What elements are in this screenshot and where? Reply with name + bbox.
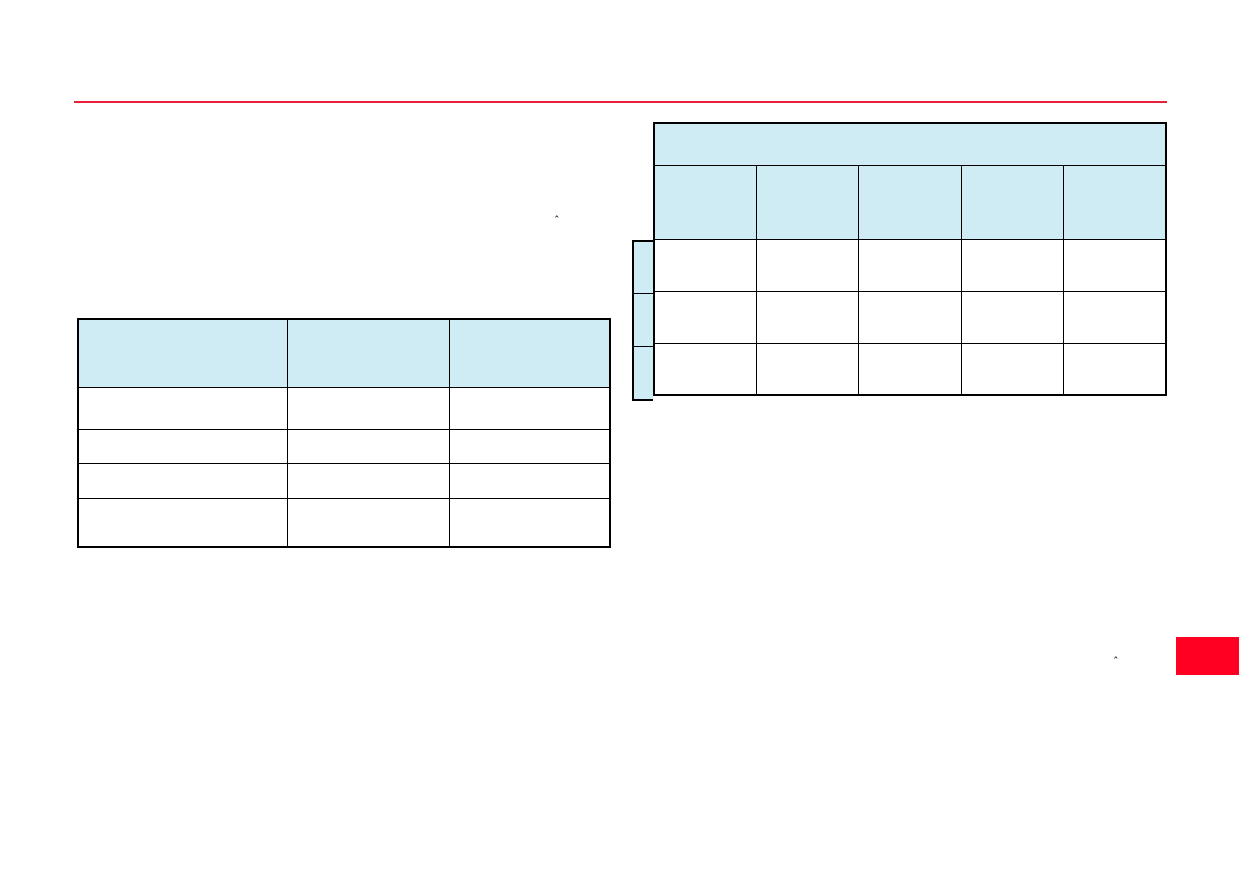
table-row: [77, 428, 611, 464]
table-row: [77, 497, 611, 548]
table-cell: [755, 290, 860, 344]
right-table-row-label: [632, 240, 653, 293]
table-cell: [448, 386, 611, 430]
left-table: [77, 318, 611, 548]
table-cell: [858, 238, 962, 292]
table-cell: [960, 290, 1065, 344]
right-table: [653, 122, 1167, 396]
table-row: [653, 290, 1167, 344]
table-cell: [858, 342, 962, 396]
left-table-header-cell: [77, 318, 288, 388]
right-table-header-row: [653, 164, 1167, 240]
table-cell: [653, 238, 757, 292]
side-tab-marker: [1176, 637, 1239, 675]
caret-mark-left: ˆ: [554, 214, 560, 227]
table-row: [77, 386, 611, 430]
left-table-header-cell: [286, 318, 450, 388]
table-cell: [1063, 238, 1167, 292]
left-table-header-row: [77, 318, 611, 388]
table-cell: [77, 462, 288, 499]
table-cell: [858, 290, 962, 344]
table-row: [77, 462, 611, 499]
right-table-title: [653, 122, 1167, 166]
right-table-container: [632, 122, 1167, 401]
right-table-header-cell: [653, 164, 757, 240]
table-cell: [653, 342, 757, 396]
table-cell: [960, 238, 1065, 292]
right-table-header-cell: [858, 164, 962, 240]
table-cell: [755, 342, 860, 396]
table-cell: [448, 462, 611, 499]
right-table-title-row: [653, 122, 1167, 166]
table-row: [653, 342, 1167, 396]
right-table-header-cell: [960, 164, 1065, 240]
table-cell: [1063, 290, 1167, 344]
right-table-row-label: [632, 293, 653, 346]
table-cell: [960, 342, 1065, 396]
table-cell: [77, 386, 288, 430]
table-cell: [448, 497, 611, 548]
table-cell: [77, 428, 288, 464]
table-cell: [77, 497, 288, 548]
table-cell: [1063, 342, 1167, 396]
right-table-header-cell: [755, 164, 860, 240]
right-table-header-cell: [1063, 164, 1167, 240]
table-cell: [286, 497, 450, 548]
table-cell: [286, 428, 450, 464]
left-table-header-cell: [448, 318, 611, 388]
table-cell: [653, 290, 757, 344]
header-rule: [74, 101, 1167, 103]
caret-mark-right: ˆ: [1113, 655, 1119, 668]
table-cell: [448, 428, 611, 464]
table-cell: [755, 238, 860, 292]
table-cell: [286, 462, 450, 499]
table-cell: [286, 386, 450, 430]
right-table-row-label: [632, 346, 653, 401]
table-row: [653, 238, 1167, 292]
